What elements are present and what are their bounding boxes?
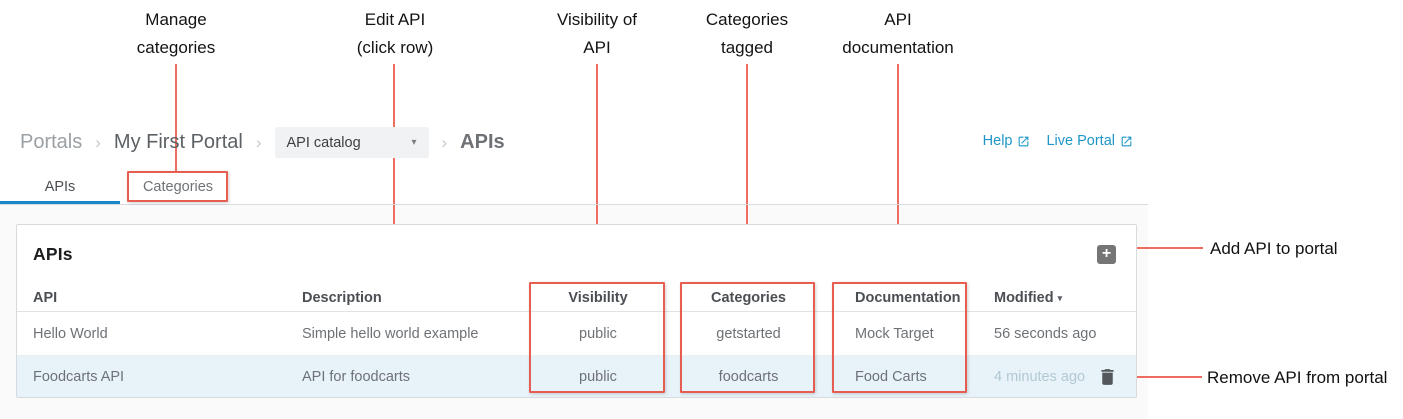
- cell-visibility: public: [579, 325, 617, 342]
- column-header-description: Description: [302, 289, 382, 306]
- apis-panel-header: APIs +: [17, 225, 1136, 284]
- column-header-api: API: [33, 289, 58, 306]
- column-header-visibility: Visibility: [568, 289, 628, 306]
- column-header-documentation: Documentation: [855, 289, 961, 306]
- callout-text: documentation: [842, 38, 954, 57]
- header-links: Help Live Portal: [983, 133, 1133, 149]
- breadcrumb-current-page: APIs: [460, 131, 505, 153]
- live-portal-link[interactable]: Live Portal: [1046, 133, 1133, 149]
- table-header-row: API Description Visibility Categories Do…: [17, 284, 1136, 312]
- callout-text: API: [884, 10, 912, 29]
- api-catalog-dropdown-value: API catalog: [286, 134, 361, 151]
- sort-descending-icon: ▾: [1057, 292, 1063, 303]
- column-header-modified-label: Modified: [994, 289, 1054, 306]
- live-portal-link-label: Live Portal: [1046, 133, 1115, 149]
- callout-text: (click row): [356, 38, 434, 57]
- annotation-line-remove: [1120, 376, 1202, 378]
- callout-text: Visibility of: [557, 10, 637, 29]
- breadcrumb-portals-link[interactable]: Portals: [20, 131, 83, 153]
- cell-categories: getstarted: [716, 325, 781, 342]
- breadcrumb-separator: ›: [441, 133, 448, 152]
- annotation-line-edit: [393, 64, 395, 366]
- callout-edit-api: Edit API (click row): [357, 6, 434, 62]
- callout-text: categories: [136, 38, 216, 57]
- callout-api-documentation: API documentation: [842, 6, 954, 62]
- callout-visibility: Visibility of API: [557, 6, 637, 62]
- cell-documentation: Food Carts: [855, 368, 927, 385]
- open-in-new-icon: [1017, 135, 1030, 148]
- callout-remove-api: Remove API from portal: [1207, 368, 1388, 387]
- annotation-line-manage: [175, 64, 177, 171]
- callout-manage-categories: Manage categories: [137, 6, 215, 62]
- table-row-foodcarts[interactable]: Foodcarts API API for foodcarts public f…: [17, 355, 1136, 397]
- cell-api: Foodcarts API: [33, 368, 125, 385]
- panel-title: APIs: [33, 244, 73, 264]
- cell-modified: 56 seconds ago: [994, 325, 1097, 342]
- annotation-line-add: [1120, 247, 1203, 249]
- cell-description: Simple hello world example: [302, 325, 479, 342]
- cell-description: API for foodcarts: [302, 368, 410, 385]
- breadcrumb-separator: ›: [95, 133, 101, 152]
- apis-panel: APIs + API Description Visibility Catego…: [16, 224, 1137, 398]
- column-header-categories: Categories: [711, 289, 786, 306]
- breadcrumb: Portals › My First Portal › API catalog …: [20, 126, 505, 159]
- tabbar-divider: [0, 204, 1148, 205]
- tab-categories[interactable]: Categories: [142, 179, 214, 195]
- cell-visibility: public: [579, 368, 617, 385]
- callout-text: Manage: [145, 10, 207, 29]
- annotation-line-tagged: [746, 64, 748, 282]
- callout-categories-tagged: Categories tagged: [706, 6, 788, 62]
- plus-icon[interactable]: +: [1097, 245, 1116, 264]
- table-row-hello-world[interactable]: Hello World Simple hello world example p…: [17, 312, 1136, 355]
- annotation-line-visibility: [596, 64, 598, 282]
- cell-api: Hello World: [33, 325, 108, 342]
- tab-apis[interactable]: APIs: [44, 179, 76, 195]
- api-catalog-dropdown[interactable]: API catalog ▾: [274, 127, 429, 158]
- breadcrumb-portal-name-link[interactable]: My First Portal: [113, 131, 243, 153]
- open-in-new-icon: [1120, 135, 1133, 148]
- trash-icon[interactable]: [1097, 366, 1118, 388]
- active-tab-indicator: [0, 201, 120, 204]
- callout-text: Categories: [705, 10, 789, 29]
- cell-categories: foodcarts: [718, 368, 779, 385]
- column-header-modified[interactable]: Modified▾: [994, 290, 1136, 306]
- callout-text: API: [583, 38, 611, 57]
- help-link[interactable]: Help: [983, 133, 1031, 149]
- annotation-line-documentation: [897, 64, 899, 282]
- breadcrumb-separator: ›: [255, 133, 262, 152]
- cell-modified: 4 minutes ago: [994, 368, 1086, 385]
- callout-add-api: Add API to portal: [1210, 239, 1338, 258]
- cell-documentation: Mock Target: [855, 325, 934, 342]
- callout-text: tagged: [721, 38, 773, 57]
- callout-text: Edit API: [364, 10, 426, 29]
- help-link-label: Help: [982, 133, 1013, 149]
- chevron-down-icon: ▾: [411, 137, 417, 148]
